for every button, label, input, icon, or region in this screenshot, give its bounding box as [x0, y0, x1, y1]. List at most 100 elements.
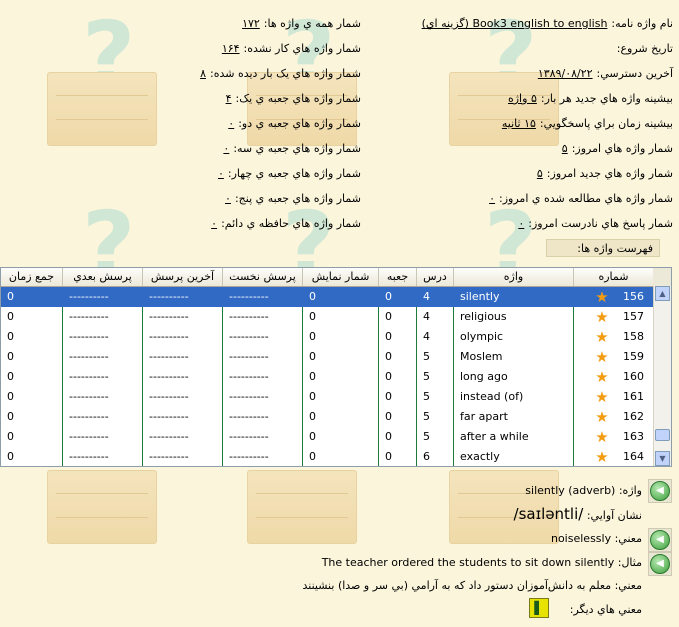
- dictionary-name-link[interactable]: Book3 english to english (گزينه اي): [421, 17, 608, 30]
- speaker-icon[interactable]: ◀: [650, 530, 670, 550]
- col-last-question[interactable]: آخرين پرسش: [143, 268, 223, 286]
- crate-icon: [247, 72, 357, 146]
- info-dictionary-name: نام واژه نامه:Book3 english to english (…: [421, 17, 673, 30]
- col-number[interactable]: شماره: [574, 268, 654, 286]
- cell-first: ----------: [223, 307, 303, 327]
- cell-last: ----------: [143, 427, 223, 447]
- max-new-words-value[interactable]: ۵ واژه: [507, 92, 537, 105]
- cell-last: ----------: [143, 307, 223, 327]
- col-first-question[interactable]: پرسش نخست: [223, 268, 303, 286]
- star-icon: ★: [595, 408, 609, 426]
- cell-box: 0: [379, 367, 417, 387]
- col-total-time[interactable]: جمع زمان: [1, 268, 63, 286]
- max-answer-time-value[interactable]: ۱۵ ثانيه: [501, 117, 536, 130]
- cell-number: ★160: [574, 367, 653, 387]
- cell-total: 0: [1, 347, 63, 367]
- box-four-value[interactable]: ۰: [217, 167, 224, 180]
- today-wrong-value[interactable]: ۰: [518, 217, 525, 230]
- word-list-grid[interactable]: جمع زمان پرسش بعدي آخرين پرسش پرسش نخست …: [0, 267, 672, 467]
- detail-other-meanings: معني هاي ديگر:: [569, 603, 642, 616]
- unworked-words-value[interactable]: ۱۶۴: [221, 42, 240, 55]
- cell-next: ----------: [63, 347, 143, 367]
- cell-last: ----------: [143, 407, 223, 427]
- dictionary-icon[interactable]: ▌: [529, 598, 549, 618]
- word-number: 161: [623, 390, 644, 403]
- star-icon: ★: [595, 348, 609, 366]
- cell-last: ----------: [143, 287, 223, 307]
- scroll-thumb[interactable]: [655, 429, 670, 441]
- cell-total: 0: [1, 407, 63, 427]
- cell-number: ★156: [574, 287, 653, 307]
- detail-example-value: The teacher ordered the students to sit …: [321, 556, 615, 569]
- scroll-down-icon[interactable]: ▼: [655, 451, 670, 466]
- info-max-answer-time: بيشينه زمان براي پاسخگويي:۱۵ ثانيه: [501, 117, 673, 130]
- info-box-three: شمار واژه هاي جعبه ي سه:۰: [223, 142, 361, 155]
- cell-total: 0: [1, 367, 63, 387]
- col-lesson[interactable]: درس: [417, 268, 454, 286]
- last-access-value[interactable]: ۱۳۸۹/۰۸/۲۲: [537, 67, 593, 80]
- cell-next: ----------: [63, 287, 143, 307]
- cell-shown: 0: [303, 387, 379, 407]
- crate-icon: [247, 470, 357, 544]
- today-words-value[interactable]: ۵: [561, 142, 568, 155]
- cell-box: 0: [379, 427, 417, 447]
- word-number: 160: [623, 370, 644, 383]
- star-icon: ★: [595, 428, 609, 446]
- detail-meaning-fa-value: معلم به دانش‌آموزان دستور داد که به آرام…: [302, 579, 612, 592]
- speaker-icon[interactable]: ◀: [650, 481, 670, 501]
- detail-meaning-fa: معني: معلم به دانش‌آموزان دستور داد که ب…: [302, 579, 642, 592]
- cell-number: ★164: [574, 447, 653, 466]
- cell-total: 0: [1, 387, 63, 407]
- seen-once-value[interactable]: ۸: [200, 67, 206, 80]
- word-number: 159: [623, 350, 644, 363]
- word-number: 162: [623, 410, 644, 423]
- cell-first: ----------: [223, 427, 303, 447]
- vertical-scrollbar[interactable]: ▲ ▼: [653, 286, 671, 466]
- crate-icon: [47, 72, 157, 146]
- today-studied-value[interactable]: ۰: [489, 192, 496, 205]
- detail-word: واژه: silently (adverb): [525, 484, 642, 497]
- box-two-value[interactable]: ۰: [228, 117, 235, 130]
- cell-shown: 0: [303, 447, 379, 466]
- col-box[interactable]: جعبه: [379, 268, 417, 286]
- cell-box: 0: [379, 407, 417, 427]
- box-one-value[interactable]: ۴: [225, 92, 232, 105]
- speaker-icon[interactable]: ◀: [650, 554, 670, 574]
- info-today-studied: شمار واژه هاي مطالعه شده ي امروز:۰: [489, 192, 673, 205]
- cell-next: ----------: [63, 427, 143, 447]
- cell-shown: 0: [303, 367, 379, 387]
- cell-lesson: 5: [417, 427, 454, 447]
- crate-icon: [47, 470, 157, 544]
- col-next-question[interactable]: پرسش بعدي: [63, 268, 143, 286]
- cell-box: 0: [379, 347, 417, 367]
- scroll-up-icon[interactable]: ▲: [655, 286, 670, 301]
- info-today-words: شمار واژه هاي امروز:۵: [561, 142, 673, 155]
- word-number: 164: [623, 450, 644, 463]
- col-word[interactable]: واژه: [454, 268, 574, 286]
- cell-last: ----------: [143, 447, 223, 466]
- cell-word: instead (of): [454, 387, 574, 407]
- col-shown-count[interactable]: شمار نمايش: [303, 268, 379, 286]
- cell-box: 0: [379, 287, 417, 307]
- cell-next: ----------: [63, 447, 143, 466]
- cell-number: ★ 162: [574, 407, 653, 427]
- today-new-words-value[interactable]: ۵: [536, 167, 543, 180]
- box-five-value[interactable]: ۰: [225, 192, 231, 205]
- detail-meaning: معني: noiselessly: [550, 532, 642, 545]
- cell-lesson: 5: [417, 387, 454, 407]
- word-number: 156: [623, 290, 644, 303]
- permanent-memory-value[interactable]: ۰: [211, 217, 218, 230]
- box-three-value[interactable]: ۰: [223, 142, 230, 155]
- word-number: 157: [623, 310, 644, 323]
- total-words-value[interactable]: ۱۷۲: [242, 17, 260, 30]
- cell-shown: 0: [303, 407, 379, 427]
